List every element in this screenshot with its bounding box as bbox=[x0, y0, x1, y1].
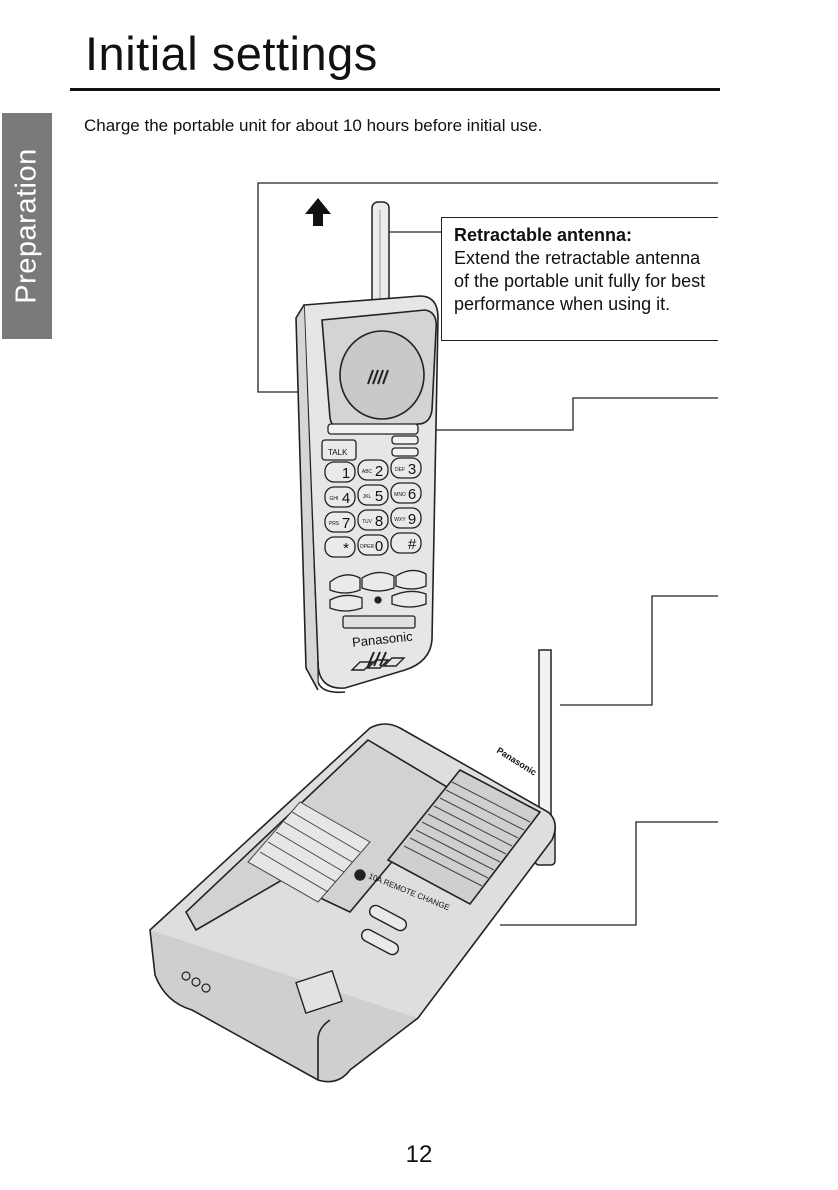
base-buttons bbox=[295, 869, 408, 1014]
handset-bottom-keys bbox=[329, 569, 427, 629]
handset-key-letters: WXY bbox=[394, 517, 406, 523]
page-number: 12 bbox=[405, 1141, 433, 1168]
handset-brand: Panasonic bbox=[351, 629, 413, 650]
callout-body: Extend the retractable antenna of the po… bbox=[454, 248, 706, 314]
title-rule bbox=[70, 88, 720, 91]
intro-text: Charge the portable unit for about 10 ho… bbox=[84, 116, 543, 135]
handset-key-digit: 0 bbox=[375, 538, 383, 555]
base-brand: Panasonic bbox=[495, 745, 538, 777]
handset-key-digit: 5 bbox=[375, 488, 383, 505]
extend-arrow-icon bbox=[305, 198, 331, 226]
base-keypad-area bbox=[247, 801, 371, 903]
handset-key-letters: OPER bbox=[360, 544, 375, 550]
handset-logo-icon bbox=[367, 651, 387, 667]
callout-heading: Retractable antenna: bbox=[454, 225, 633, 245]
handset-key-digit: # bbox=[408, 536, 417, 553]
handset-key-letters: MNO bbox=[394, 492, 406, 498]
handset-key-digit: 2 bbox=[375, 463, 383, 480]
earpiece-icon bbox=[321, 309, 438, 431]
base-unit-body bbox=[149, 723, 556, 1083]
handset-key-digit: 3 bbox=[408, 461, 416, 478]
handset-key-digit: 9 bbox=[408, 511, 416, 528]
base-feet-icon bbox=[181, 971, 211, 993]
page-title: Initial settings bbox=[85, 27, 378, 80]
handset-charge-contacts bbox=[350, 657, 406, 671]
leader-lines bbox=[257, 182, 718, 926]
antenna-callout: Retractable antenna: Extend the retracta… bbox=[441, 217, 718, 341]
section-tab: Preparation bbox=[2, 113, 52, 339]
base-speaker-grille-icon bbox=[403, 781, 531, 887]
handset-key-digit: 8 bbox=[375, 513, 383, 530]
handset-key-digit: * bbox=[343, 540, 349, 557]
handset-key-letters: TUV bbox=[362, 519, 373, 525]
handset-key-letters: JKL bbox=[363, 494, 372, 500]
talk-key-label: TALK bbox=[328, 448, 348, 457]
handset-key-letters: DEF bbox=[395, 467, 405, 473]
handset-key-12: # bbox=[390, 532, 422, 554]
handset-function-row bbox=[321, 423, 419, 461]
handset-key-digit: 7 bbox=[342, 515, 350, 532]
handset-antenna-icon bbox=[371, 201, 390, 305]
handset-key-digit: 6 bbox=[408, 486, 416, 503]
handset-key-letters: ABC bbox=[362, 469, 373, 475]
handset-key-letters: PRS bbox=[329, 521, 340, 527]
handset-key-digit: 1 bbox=[342, 465, 350, 482]
handset-key-letters: GHI bbox=[330, 496, 339, 502]
handset-key-1: 1 bbox=[324, 461, 356, 483]
handset-key-digit: 4 bbox=[342, 490, 350, 507]
handset-key-10: * bbox=[324, 536, 356, 558]
